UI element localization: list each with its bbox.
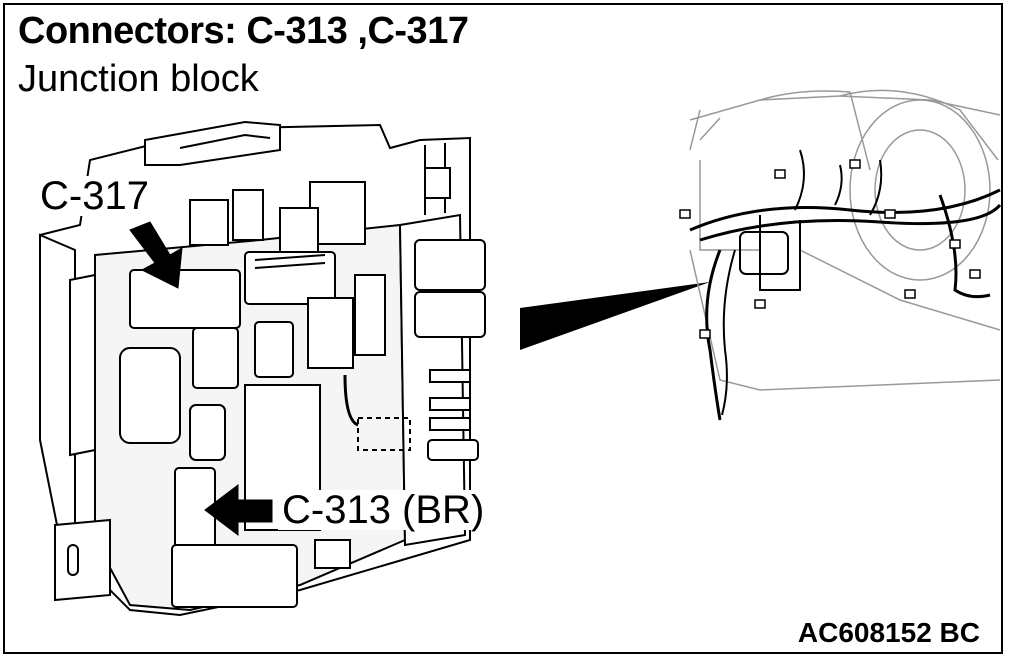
vehicle-dashboard-sketch	[679, 89, 1002, 421]
c313-arrow	[204, 483, 273, 537]
location-pointer	[520, 282, 710, 350]
c317-callout-label: C-317	[36, 176, 153, 216]
figure-code: AC608152 BC	[797, 617, 980, 648]
c317-arrow	[129, 221, 183, 289]
page-subtitle: Junction block	[18, 58, 259, 100]
c313-callout-label: C-313 (BR)	[278, 490, 489, 530]
page-title: Connectors: C-313 ,C-317	[18, 10, 469, 52]
